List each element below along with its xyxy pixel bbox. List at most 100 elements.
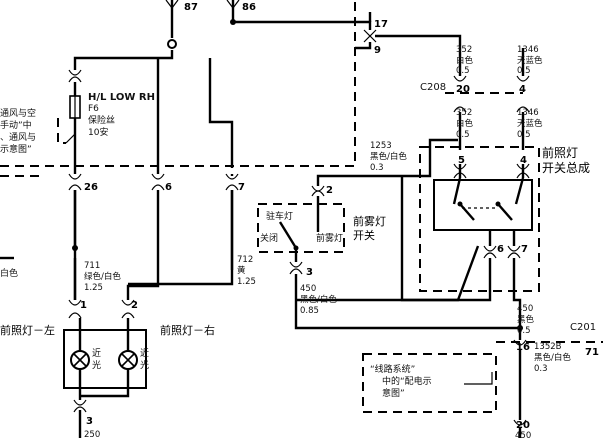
ref-note-outline [362, 353, 497, 413]
pin-2-lamp: 2 [131, 300, 138, 311]
label-wires-w352a-c: 白色 [456, 55, 474, 66]
fuse-label: H/L LOW RH F6 保险丝 10安 [88, 92, 155, 138]
label-wires-w1346b-c: 天蓝色 [517, 118, 543, 129]
pin-9: 9 [374, 45, 381, 56]
component-titles: 前照灯 开关总成 前雾灯 开关 驻车灯 关闭 前雾灯 前照灯－左 前照灯－右 近… [0, 145, 590, 399]
connector-pins [68, 0, 530, 426]
label-wires-w450b-n: 450 [517, 304, 533, 314]
pin-20-bottom: 20 [516, 420, 530, 431]
label-left_note-l1: 通风与空 [0, 107, 36, 119]
lamp-right-label-b: 光 [140, 359, 149, 371]
headlight-switch-outline [419, 146, 540, 292]
pin-2-fog: 2 [326, 185, 333, 196]
label-wires-w712-s: 1.25 [237, 277, 256, 287]
pin-26: 26 [84, 182, 98, 193]
fog-switch-off: 关闭 [260, 232, 278, 244]
pin-7-switch: 7 [521, 244, 528, 255]
pin-4-switch: 4 [520, 155, 527, 166]
pin-86: 86 [242, 2, 256, 13]
label-wires-w1253-c: 黑色/白色 [370, 151, 407, 162]
fog-switch-title-1: 前雾灯 [353, 214, 386, 228]
label-wires-w352b-c: 白色 [456, 118, 474, 129]
fog-switch-outline [257, 203, 345, 253]
label-wires-w1346b-n: 1346 [517, 108, 539, 118]
fuse-title: H/L LOW RH [88, 92, 155, 103]
wires [73, 0, 525, 438]
pin-17: 17 [374, 19, 388, 30]
fuse-box-outline [0, 0, 356, 167]
headlamp-left-symbol [63, 329, 147, 389]
headlamp-left-title: 前照灯－左 [0, 323, 55, 337]
label-left_note-l3: 、通风与 [0, 132, 36, 143]
fuse-type: 保险丝 [88, 114, 115, 126]
fuse-id: F6 [88, 104, 99, 114]
label-wires-w1352-n: 1352B [534, 342, 562, 352]
headlight-switch-symbol [433, 177, 533, 231]
label-wires-w250-n: 250 [84, 430, 100, 438]
label-wires-w1352-c: 黑色/白色 [534, 352, 571, 363]
headlamp-right-title: 前照灯－右 [160, 323, 215, 337]
ref-note-line-3: 意图” [382, 387, 405, 399]
label-left_note-l2: 手动”中 [0, 119, 32, 131]
lamp-left-label-a: 近 [92, 347, 101, 359]
left-note-bracket [57, 118, 66, 144]
label-wires-w1346a-s: 0.5 [517, 66, 531, 76]
fog-switch-fog: 前雾灯 [316, 232, 343, 244]
label-wires-w1253-n: 1253 [370, 141, 392, 151]
label-wires-w352a-n: 352 [456, 45, 472, 55]
connector-c208: C208 [420, 82, 446, 93]
pin-16: 16 [516, 342, 530, 353]
lamp-left-label-b: 光 [92, 359, 101, 371]
pin-6-fuse: 6 [165, 182, 172, 193]
pin-1: 1 [80, 300, 87, 311]
fuse-symbol [69, 95, 81, 119]
pin-6-switch: 6 [497, 244, 504, 255]
label-wires-w450b-s: 0.5 [517, 326, 531, 336]
label-wires-w352b-s: 0.5 [456, 130, 470, 140]
label-wires-w1352-s: 0.3 [534, 364, 548, 374]
ref-note-line-1: “线路系统” [370, 363, 415, 375]
pin-3-lamp: 3 [86, 416, 93, 427]
left-wire-fragment: 白色 [0, 267, 18, 279]
wire-labels: 352 白色 0.5 1346 天蓝色 0.5 352 白色 0.5 1346 … [84, 45, 571, 438]
pin-4-c208: 4 [519, 84, 526, 95]
fuse-rating: 10安 [88, 126, 108, 138]
label-wires-w450a-c: 黑色/白色 [300, 294, 337, 305]
label-wires-w1346b-s: 0.5 [517, 130, 531, 140]
pin-71: 71 [585, 347, 599, 358]
pin-5: 5 [458, 155, 465, 166]
headlight-switch-title-1: 前照灯 [542, 145, 578, 160]
pin-7-fuse: 7 [238, 182, 245, 193]
junctions [72, 19, 523, 331]
pin-87: 87 [184, 2, 198, 13]
connector-c201: C201 [570, 322, 596, 333]
label-wires-w712-c: 黄 [237, 265, 246, 276]
lamp-right-label-a: 近 [140, 347, 149, 359]
fog-switch-park: 驻车灯 [266, 210, 293, 222]
label-wires-w352b-n: 352 [456, 108, 472, 118]
ref-note-line-2: 中的“配电示 [382, 375, 432, 387]
label-wires-w450a-n: 450 [300, 284, 316, 294]
headlight-switch-title-2: 开关总成 [542, 161, 590, 175]
label-wires-w711-c: 绿色/白色 [84, 271, 121, 282]
label-wires-w1253-s: 0.3 [370, 163, 384, 173]
label-wires-w712-n: 712 [237, 255, 253, 265]
fog-switch-title-2: 开关 [353, 228, 375, 242]
label-wires-w1346a-c: 天蓝色 [517, 55, 543, 66]
left-note: 通风与空 手动”中 、通风与 示意图” [0, 107, 36, 155]
label-wires-w711-n: 711 [84, 261, 100, 271]
label-wires-w450b-c: 黑色 [517, 314, 535, 325]
label-wires-w1346a-n: 1346 [517, 45, 539, 55]
label-wires-w711-s: 1.25 [84, 283, 103, 293]
label-left_note-l4: 示意图” [0, 143, 32, 155]
label-wires-w352a-s: 0.5 [456, 66, 470, 76]
pin-20-c208: 20 [456, 84, 470, 95]
label-wires-w450a-s: 0.85 [300, 306, 319, 316]
pin-3-fog: 3 [306, 267, 313, 278]
ref-note-arrow [464, 372, 493, 385]
pin-labels: 87 86 17 9 20 4 26 6 7 1 2 2 3 5 4 6 7 1… [80, 2, 599, 431]
fog-switch-symbol [278, 208, 320, 251]
label-wires-w450c-n: 450 [515, 431, 531, 438]
